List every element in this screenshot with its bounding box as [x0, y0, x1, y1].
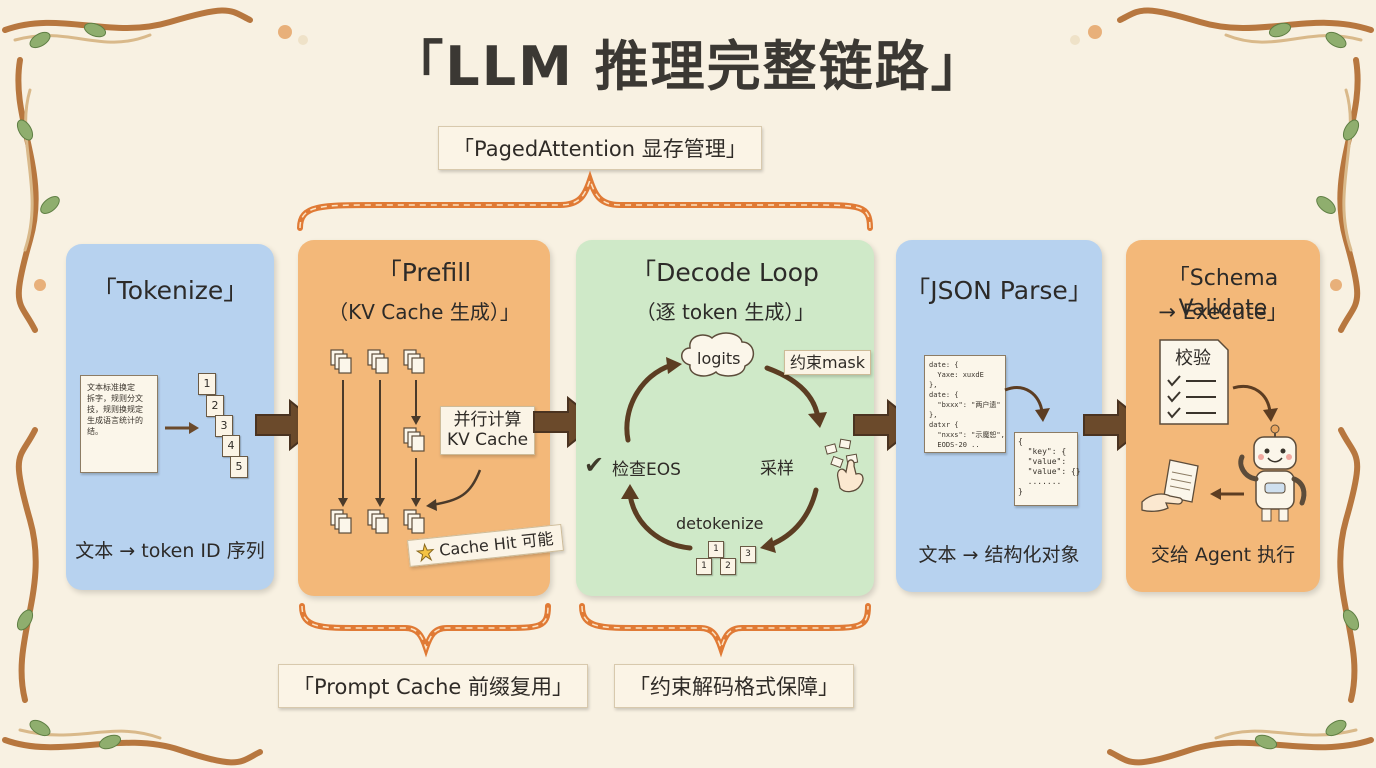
token-chip: 3 [740, 546, 756, 563]
stage-subtitle: → Execute」 [1158, 300, 1288, 324]
paged-attention-label: 「PagedAttention 显存管理」 [438, 126, 762, 170]
token-chip: 2 [720, 558, 736, 575]
logits-label: logits [697, 349, 741, 368]
raw-text-document: 文本标准换定 拆字，规则分文 技，规则换规定 生成语言统计的 结。 [80, 375, 158, 473]
handoff-arrow [1210, 488, 1244, 500]
stage-title: 「JSON Parse」 [905, 276, 1093, 305]
stage-subtitle: （逐 token 生成）」 [635, 300, 815, 324]
stage-footer: 文本 → token ID 序列 [75, 540, 265, 562]
stage-title: 「Tokenize」 [91, 276, 249, 305]
structured-object: { "key": { "value": "value": {} ....... … [1014, 432, 1081, 506]
prompt-cache-label: 「Prompt Cache 前缀复用」 [278, 664, 588, 708]
check-icon: ✔ [584, 451, 605, 479]
validate-arrow [1232, 385, 1278, 422]
page-title: 「LLM 推理完整链路」 [389, 35, 987, 98]
check-eos-label: 检查EOS [612, 460, 681, 480]
token-chip: 5 [230, 456, 248, 478]
star-icon [415, 542, 435, 563]
stage-footer: 文本 → 结构化对象 [918, 544, 1080, 566]
sample-label: 采样 [760, 459, 794, 479]
stage-subtitle: （KV Cache 生成）」 [328, 300, 520, 324]
token-chip: 1 [708, 541, 724, 558]
raw-json-text: date: { Yaxe: xuxdE }, date: { "bxxx": "… [924, 355, 1006, 453]
parse-arrow [1004, 386, 1050, 422]
stage-title: 「Decode Loop [631, 258, 819, 287]
constrained-decoding-label: 「约束解码格式保障」 [614, 664, 854, 708]
constraint-mask-note: 约束mask [784, 350, 871, 376]
parallel-kv-note: 并行计算 KV Cache [440, 406, 536, 455]
tokenize-arrow [165, 422, 199, 434]
detokenize-label: detokenize [676, 514, 764, 533]
cache-hit-note: Cache Hit 可能 [407, 523, 564, 568]
robot-icon [1238, 424, 1307, 522]
validate-label: 校验 [1175, 348, 1211, 369]
checklist-icon [1159, 339, 1229, 425]
stage-title: 「Prefill [376, 258, 472, 287]
stage-title: 「Schema Validate [1167, 266, 1279, 321]
token-chip: 1 [198, 373, 216, 395]
stage-footer: 交给 Agent 执行 [1150, 544, 1296, 566]
hand-document-icon [1141, 459, 1199, 512]
token-chip: 1 [696, 558, 712, 575]
